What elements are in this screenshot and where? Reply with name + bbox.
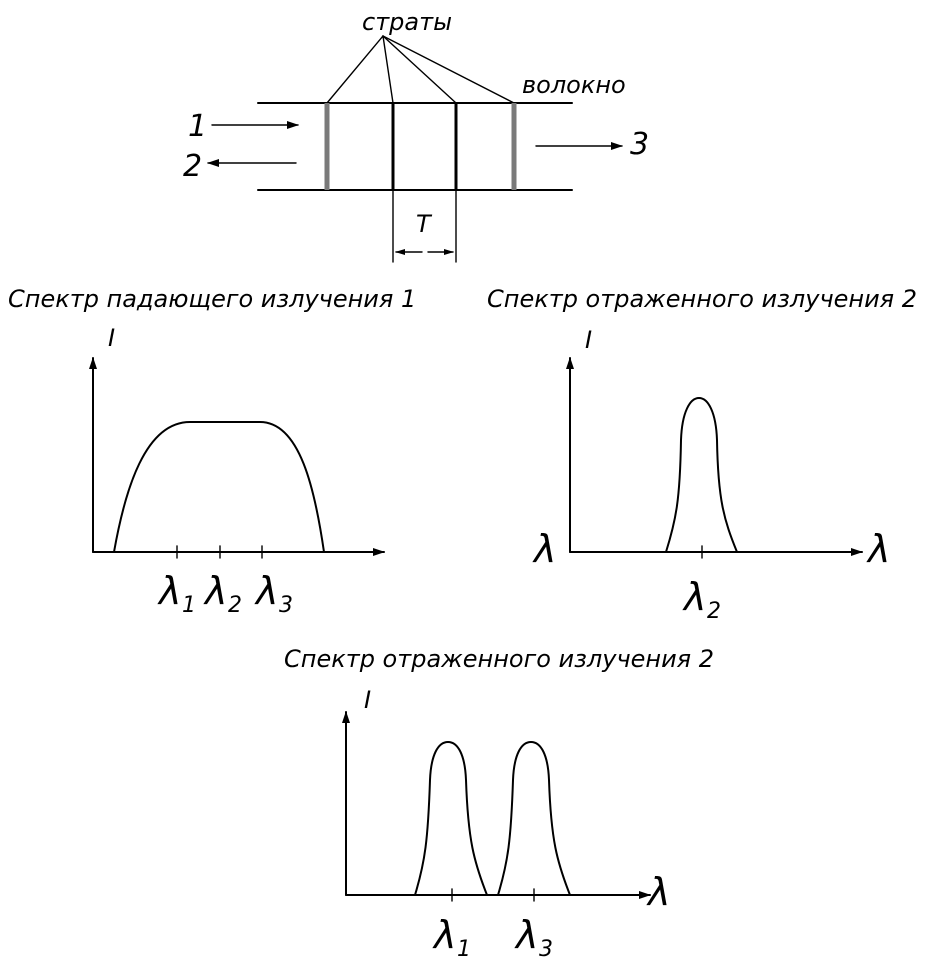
plot-reflected-single-tick-label-1: λ (682, 575, 707, 619)
strata-leader-2 (382, 35, 394, 104)
plot-reflected-single: Спектр отраженного излучения 2 I λ λ λ 2 (487, 285, 917, 624)
plot-reflected-double-title: Спектр отраженного излучения 2 (284, 645, 714, 673)
plot-incident-tick-index-2: 2 (228, 593, 242, 618)
plot-reflected-double-tick-label-2: λ (514, 913, 539, 957)
plot-incident-y-label: I (108, 324, 115, 352)
plot-reflected-single-x-label: λ (866, 527, 891, 571)
plot-incident-tick-label-1: λ (157, 569, 182, 613)
plot-incident-tick-label-2: λ (203, 569, 228, 613)
strata-label: страты (362, 8, 452, 36)
plot-reflected-double-x-label: λ (646, 870, 671, 914)
plot-reflected-single-title: Спектр отраженного излучения 2 (487, 285, 917, 313)
plot-incident-tick-index-1: 1 (182, 593, 196, 618)
fiber-diagram: страты волокно T 1 2 3 (183, 8, 649, 263)
plot-reflected-double-tick-label-1: λ (432, 913, 457, 957)
plot-reflected-double: Спектр отраженного излучения 2 I λ λ 1 λ… (284, 645, 714, 958)
plot-reflected-double-peak-2 (497, 741, 571, 896)
reflected-label: 2 (183, 149, 202, 184)
plot-reflected-double-y-label: I (364, 686, 371, 714)
plot-incident-tick-index-3: 3 (279, 593, 293, 618)
strata-leader-3 (382, 35, 457, 104)
plot-reflected-single-tick-index-1: 2 (707, 599, 721, 624)
period-label: T (416, 210, 433, 238)
plot-incident-curve (113, 421, 325, 553)
plot-reflected-double-peak-1 (414, 741, 488, 896)
strata-leader-4 (382, 35, 515, 104)
fiber-label: волокно (522, 71, 626, 99)
strata-leader-1 (326, 35, 384, 104)
plot-reflected-single-side-label: λ (532, 527, 557, 571)
plot-reflected-double-tick-index-2: 3 (539, 937, 553, 958)
plot-incident: Спектр падающего излучения 1 I λ 1 λ 2 λ… (8, 285, 416, 618)
plot-reflected-single-y-label: I (585, 326, 592, 354)
plot-incident-title: Спектр падающего излучения 1 (8, 285, 416, 313)
input-label: 1 (188, 109, 207, 144)
plot-reflected-double-tick-index-1: 1 (457, 937, 471, 958)
transmitted-label: 3 (630, 127, 649, 162)
plot-incident-tick-label-3: λ (254, 569, 279, 613)
plot-reflected-single-peak (665, 397, 738, 553)
